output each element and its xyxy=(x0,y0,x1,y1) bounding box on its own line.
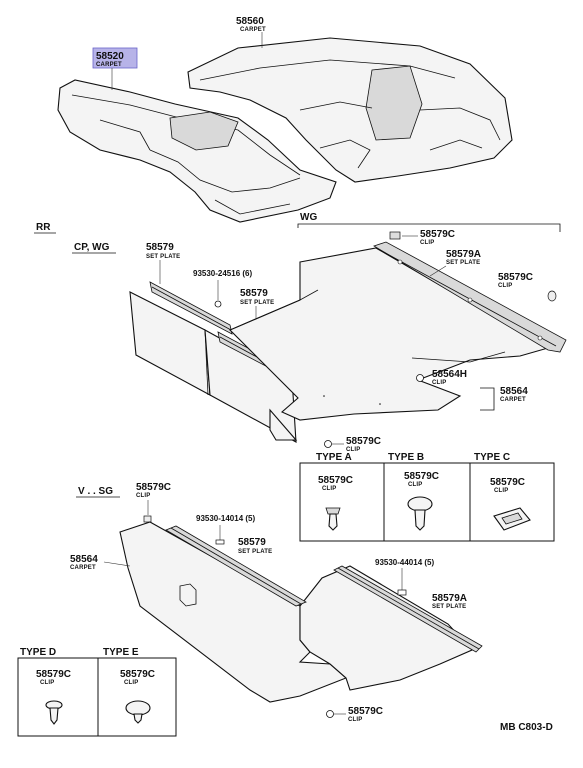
type-a-part-number: 58579C xyxy=(318,475,353,486)
wg-rear-carpet-58564[interactable] xyxy=(229,247,550,421)
part-number-58579C-mid: 58579C xyxy=(346,436,381,447)
part-number-58579A-bottom: 58579A xyxy=(432,593,467,604)
part-number-58579-c: 58579 xyxy=(238,537,266,548)
bolt-93530-14014: 93530-14014 (5) xyxy=(196,514,255,523)
part-name-58579C-mid: CLIP xyxy=(346,447,360,453)
part-number-58579-a: 58579 xyxy=(146,242,174,253)
type-b-label: TYPE B xyxy=(388,452,424,463)
bolt-icon-right[interactable] xyxy=(397,589,407,596)
type-e-label: TYPE E xyxy=(103,647,139,658)
type-e-part-name: CLIP xyxy=(124,680,138,686)
bolt-93530-44014: 93530-44014 (5) xyxy=(375,558,434,567)
clip-types-box-de xyxy=(17,657,177,737)
part-number-58579A-top: 58579A xyxy=(446,249,481,260)
clip-icon-vsg[interactable] xyxy=(143,515,152,523)
type-d-part-name: CLIP xyxy=(40,680,54,686)
type-c-label: TYPE C xyxy=(474,452,510,463)
set-plate-58579-vsg[interactable] xyxy=(165,525,307,607)
diagram-code: MB C803-D xyxy=(500,722,553,733)
part-name-58579-a: SET PLATE xyxy=(146,254,180,260)
clip-icon-bottom[interactable] xyxy=(326,710,334,718)
type-c-part-name: CLIP xyxy=(494,488,508,494)
part-name-58579A-bottom: SET PLATE xyxy=(432,604,466,610)
part-number-58579C-bottom: 58579C xyxy=(348,706,383,717)
clip-type-c-icon xyxy=(493,507,531,531)
part-number-58579C-right: 58579C xyxy=(498,272,533,283)
part-name-58579C-vsg: CLIP xyxy=(136,493,150,499)
part-number-58564-vsg: 58564 xyxy=(70,554,98,565)
set-plate-58579A-bottom[interactable] xyxy=(333,565,483,653)
clip-types-box-abc xyxy=(299,462,555,542)
type-c-part-number: 58579C xyxy=(490,477,525,488)
type-b-part-name: CLIP xyxy=(408,482,422,488)
type-a-part-name: CLIP xyxy=(322,486,336,492)
type-d-label: TYPE D xyxy=(20,647,56,658)
part-name-58520: CARPET xyxy=(96,62,122,68)
section-cp-wg: CP, WG xyxy=(74,242,110,253)
type-d-part-number: 58579C xyxy=(36,669,71,680)
clip-icon-58564H[interactable] xyxy=(416,374,424,382)
part-name-58564-vsg: CARPET xyxy=(70,565,96,571)
part-name-58579C-bottom: CLIP xyxy=(348,717,362,723)
part-name-58579-b: SET PLATE xyxy=(240,300,274,306)
section-wg: WG xyxy=(300,212,317,223)
clip-type-a-icon xyxy=(325,507,341,531)
clip-icon-mid[interactable] xyxy=(324,440,332,448)
part-number-58579C-top: 58579C xyxy=(420,229,455,240)
part-number-58579-b: 58579 xyxy=(240,288,268,299)
clip-type-d-icon xyxy=(45,700,63,725)
clip-icon-top[interactable] xyxy=(389,231,401,240)
set-plate-58579A-top[interactable] xyxy=(373,241,567,353)
part-name-58579C-top: CLIP xyxy=(420,240,434,246)
part-number-58520: 58520 xyxy=(96,51,124,62)
type-b-part-number: 58579C xyxy=(404,471,439,482)
part-name-58564H: CLIP xyxy=(432,380,446,386)
part-number-58579C-vsg: 58579C xyxy=(136,482,171,493)
front-carpet-58520[interactable] xyxy=(57,79,337,223)
part-name-58564-wg: CARPET xyxy=(500,397,526,403)
part-name-58579C-right: CLIP xyxy=(498,283,512,289)
bolt-icon[interactable] xyxy=(214,300,222,308)
part-number-58560: 58560 xyxy=(236,16,264,27)
selected-part-highlight[interactable] xyxy=(92,47,138,69)
clip-type-b-icon xyxy=(407,496,433,531)
part-name-58560: CARPET xyxy=(240,27,266,33)
part-name-58579-c: SET PLATE xyxy=(238,549,272,555)
part-name-58579A-top: SET PLATE xyxy=(446,260,480,266)
set-plate-58579-left[interactable] xyxy=(149,281,233,335)
section-rr: RR xyxy=(36,222,51,233)
bolt-icon-vsg[interactable] xyxy=(215,539,225,545)
type-e-part-number: 58579C xyxy=(120,669,155,680)
part-number-58564-wg: 58564 xyxy=(500,386,528,397)
section-v-sg: V . . SG xyxy=(78,486,113,497)
clip-icon-right[interactable] xyxy=(547,290,557,302)
rear-carpet-58560[interactable] xyxy=(187,37,513,183)
type-a-label: TYPE A xyxy=(316,452,352,463)
bolt-93530-24516: 93530-24516 (6) xyxy=(193,269,252,278)
vsg-rear-carpet-58564[interactable] xyxy=(119,521,473,703)
clip-type-e-icon xyxy=(125,700,151,724)
part-number-58564H: 58564H xyxy=(432,369,467,380)
